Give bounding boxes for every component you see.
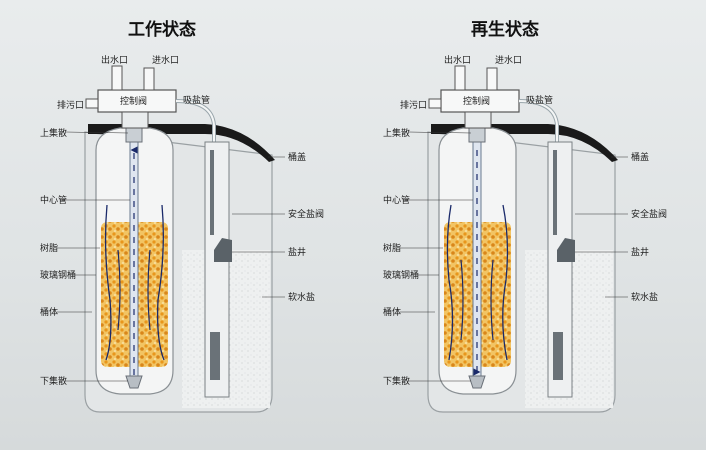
panel-working: 工作状态 出水口 进水口 bbox=[40, 19, 324, 413]
flow-arrow bbox=[502, 204, 509, 361]
drain-pipe bbox=[85, 98, 99, 109]
brine-line bbox=[518, 99, 559, 145]
label-center-pipe: 中心管 bbox=[383, 194, 410, 206]
label-fiberglass-tank: 玻璃钢桶 bbox=[383, 269, 419, 281]
label-lower-distributor: 下集散 bbox=[40, 375, 67, 387]
label-brine-well: 盐井 bbox=[288, 246, 306, 258]
label-resin: 树脂 bbox=[40, 242, 58, 254]
upper-distributor bbox=[125, 127, 143, 143]
label-tank-body: 桶体 bbox=[40, 306, 58, 318]
label-drain: 排污口 bbox=[57, 99, 84, 111]
inlet-pipe bbox=[143, 67, 155, 91]
label-brine-well: 盐井 bbox=[631, 246, 649, 258]
brine-line-inner bbox=[175, 100, 215, 145]
label-fiberglass-tank: 玻璃钢桶 bbox=[40, 269, 76, 281]
label-softener-salt: 软水盐 bbox=[288, 291, 315, 303]
lower-distributor bbox=[125, 375, 143, 389]
panel-regeneration: 再生状态 出水口 进水口 控制阀 排污口 吸盐管 上集散 桶盖 中心管 安全盐 bbox=[383, 19, 667, 413]
label-tank-body: 桶体 bbox=[383, 306, 401, 318]
label-brine-line: 吸盐管 bbox=[526, 94, 553, 106]
flow-arrow bbox=[460, 259, 464, 341]
label-center-pipe: 中心管 bbox=[40, 194, 67, 206]
brine-line bbox=[175, 99, 216, 145]
outlet-pipe bbox=[454, 65, 466, 91]
flow-arrow bbox=[490, 259, 494, 341]
label-resin: 树脂 bbox=[383, 242, 401, 254]
label-cover: 桶盖 bbox=[631, 151, 649, 163]
label-valve: 控制阀 bbox=[120, 95, 147, 107]
flow-arrow bbox=[446, 204, 454, 361]
panel-title: 再生状态 bbox=[471, 19, 539, 40]
label-softener-salt: 软水盐 bbox=[631, 291, 658, 303]
brine-line-inner bbox=[518, 100, 558, 145]
label-upper-distributor: 上集散 bbox=[383, 127, 410, 139]
leader-lines bbox=[57, 131, 285, 382]
drain-pipe bbox=[428, 98, 442, 109]
flow-arrow bbox=[104, 204, 112, 361]
safety-float bbox=[214, 238, 232, 262]
label-drain: 排污口 bbox=[400, 99, 427, 111]
lower-distributor bbox=[468, 375, 486, 389]
label-cover: 桶盖 bbox=[288, 151, 306, 163]
air-check bbox=[553, 332, 563, 380]
flow-arrow bbox=[156, 204, 165, 361]
outlet-pipe bbox=[111, 65, 123, 91]
leader-lines bbox=[400, 131, 628, 382]
label-outlet: 出水口 bbox=[444, 54, 471, 66]
label-upper-distributor: 上集散 bbox=[40, 127, 67, 139]
brine-tube bbox=[553, 150, 557, 235]
panel-title: 工作状态 bbox=[128, 19, 196, 40]
safety-float bbox=[557, 238, 575, 262]
label-lower-distributor: 下集散 bbox=[383, 375, 410, 387]
label-inlet: 进水口 bbox=[152, 54, 179, 66]
label-outlet: 出水口 bbox=[101, 54, 128, 66]
air-check bbox=[210, 332, 220, 380]
inlet-pipe bbox=[486, 67, 498, 91]
brine-tube bbox=[210, 150, 214, 235]
center-pipe bbox=[129, 139, 139, 381]
flow-arrow bbox=[117, 249, 121, 331]
label-valve: 控制阀 bbox=[463, 95, 490, 107]
valve-neck bbox=[464, 111, 492, 129]
label-safety-valve: 安全盐阀 bbox=[288, 208, 324, 220]
label-safety-valve: 安全盐阀 bbox=[631, 208, 667, 220]
valve-neck bbox=[121, 111, 149, 129]
label-inlet: 进水口 bbox=[495, 54, 522, 66]
upper-distributor bbox=[468, 127, 486, 143]
flow-arrow bbox=[147, 249, 151, 331]
label-brine-line: 吸盐管 bbox=[183, 94, 210, 106]
